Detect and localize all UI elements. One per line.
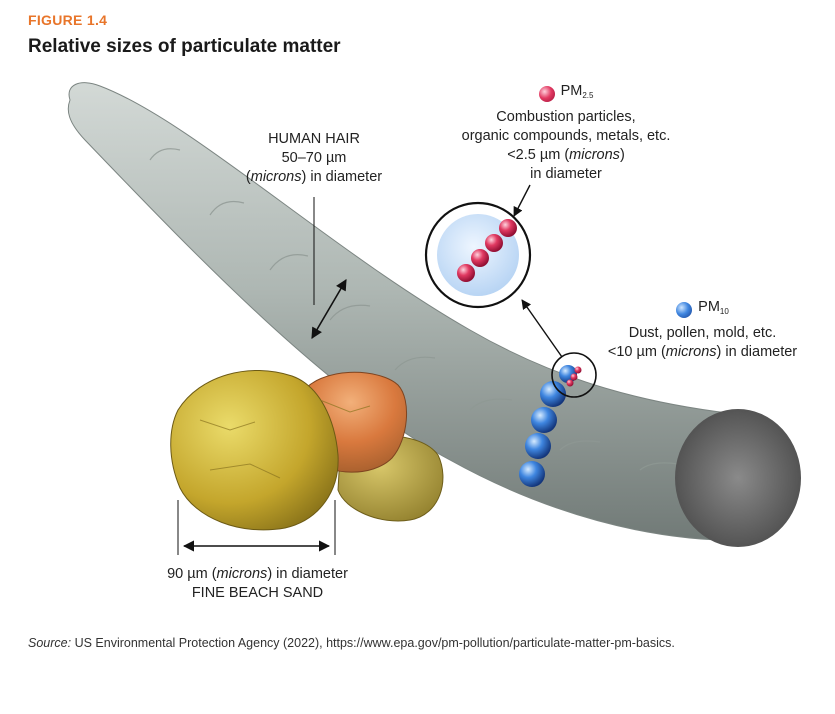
pm25-line1: Combustion particles, bbox=[430, 108, 702, 127]
sand-heading: FINE BEACH SAND bbox=[130, 584, 385, 603]
source-note: Source: US Environmental Protection Agen… bbox=[28, 636, 675, 650]
pm25-subscript: 2.5 bbox=[582, 91, 593, 100]
pm10-name: PM bbox=[698, 299, 720, 315]
pm25-dot-icon bbox=[539, 86, 555, 102]
pm25-name: PM bbox=[561, 83, 583, 99]
pm10-subscript: 10 bbox=[720, 307, 729, 316]
pm25-line4: in diameter bbox=[430, 165, 702, 184]
pm25-line2: organic compounds, metals, etc. bbox=[430, 127, 702, 146]
sand-size-prefix: 90 µm ( bbox=[167, 566, 216, 582]
pm10-size-suffix: ) in diameter bbox=[717, 344, 798, 360]
pm10-microns: microns bbox=[666, 344, 717, 360]
pm25-size-suffix: ) bbox=[620, 147, 625, 163]
sand-microns: microns bbox=[217, 566, 268, 582]
hair-suffix: ) in diameter bbox=[302, 169, 383, 185]
pm25-label: PM2.5 Combustion particles, organic comp… bbox=[430, 82, 702, 184]
pm10-dot-icon bbox=[676, 302, 692, 318]
magnifier-arrow bbox=[522, 300, 562, 357]
hair-size: 50–70 µm bbox=[228, 149, 400, 168]
hair-label: HUMAN HAIR 50–70 µm (microns) in diamete… bbox=[228, 130, 400, 187]
fine-beach-sand-grains bbox=[171, 370, 443, 529]
source-label: Source: bbox=[28, 636, 71, 650]
pm10-label: PM10 Dust, pollen, mold, etc. <10 µm (mi… bbox=[580, 298, 825, 362]
source-text: US Environmental Protection Agency (2022… bbox=[71, 636, 675, 650]
sand-size-suffix: ) in diameter bbox=[267, 566, 348, 582]
pm10-size-prefix: <10 µm ( bbox=[608, 344, 666, 360]
pm25-size-prefix: <2.5 µm ( bbox=[507, 147, 569, 163]
sand-label: 90 µm (microns) in diameter FINE BEACH S… bbox=[130, 565, 385, 603]
pm25-magnified-view bbox=[426, 185, 530, 307]
hair-heading: HUMAN HAIR bbox=[228, 130, 400, 149]
pm25-microns: microns bbox=[569, 147, 620, 163]
pm10-line1: Dust, pollen, mold, etc. bbox=[580, 324, 825, 343]
hair-microns: microns bbox=[251, 169, 302, 185]
